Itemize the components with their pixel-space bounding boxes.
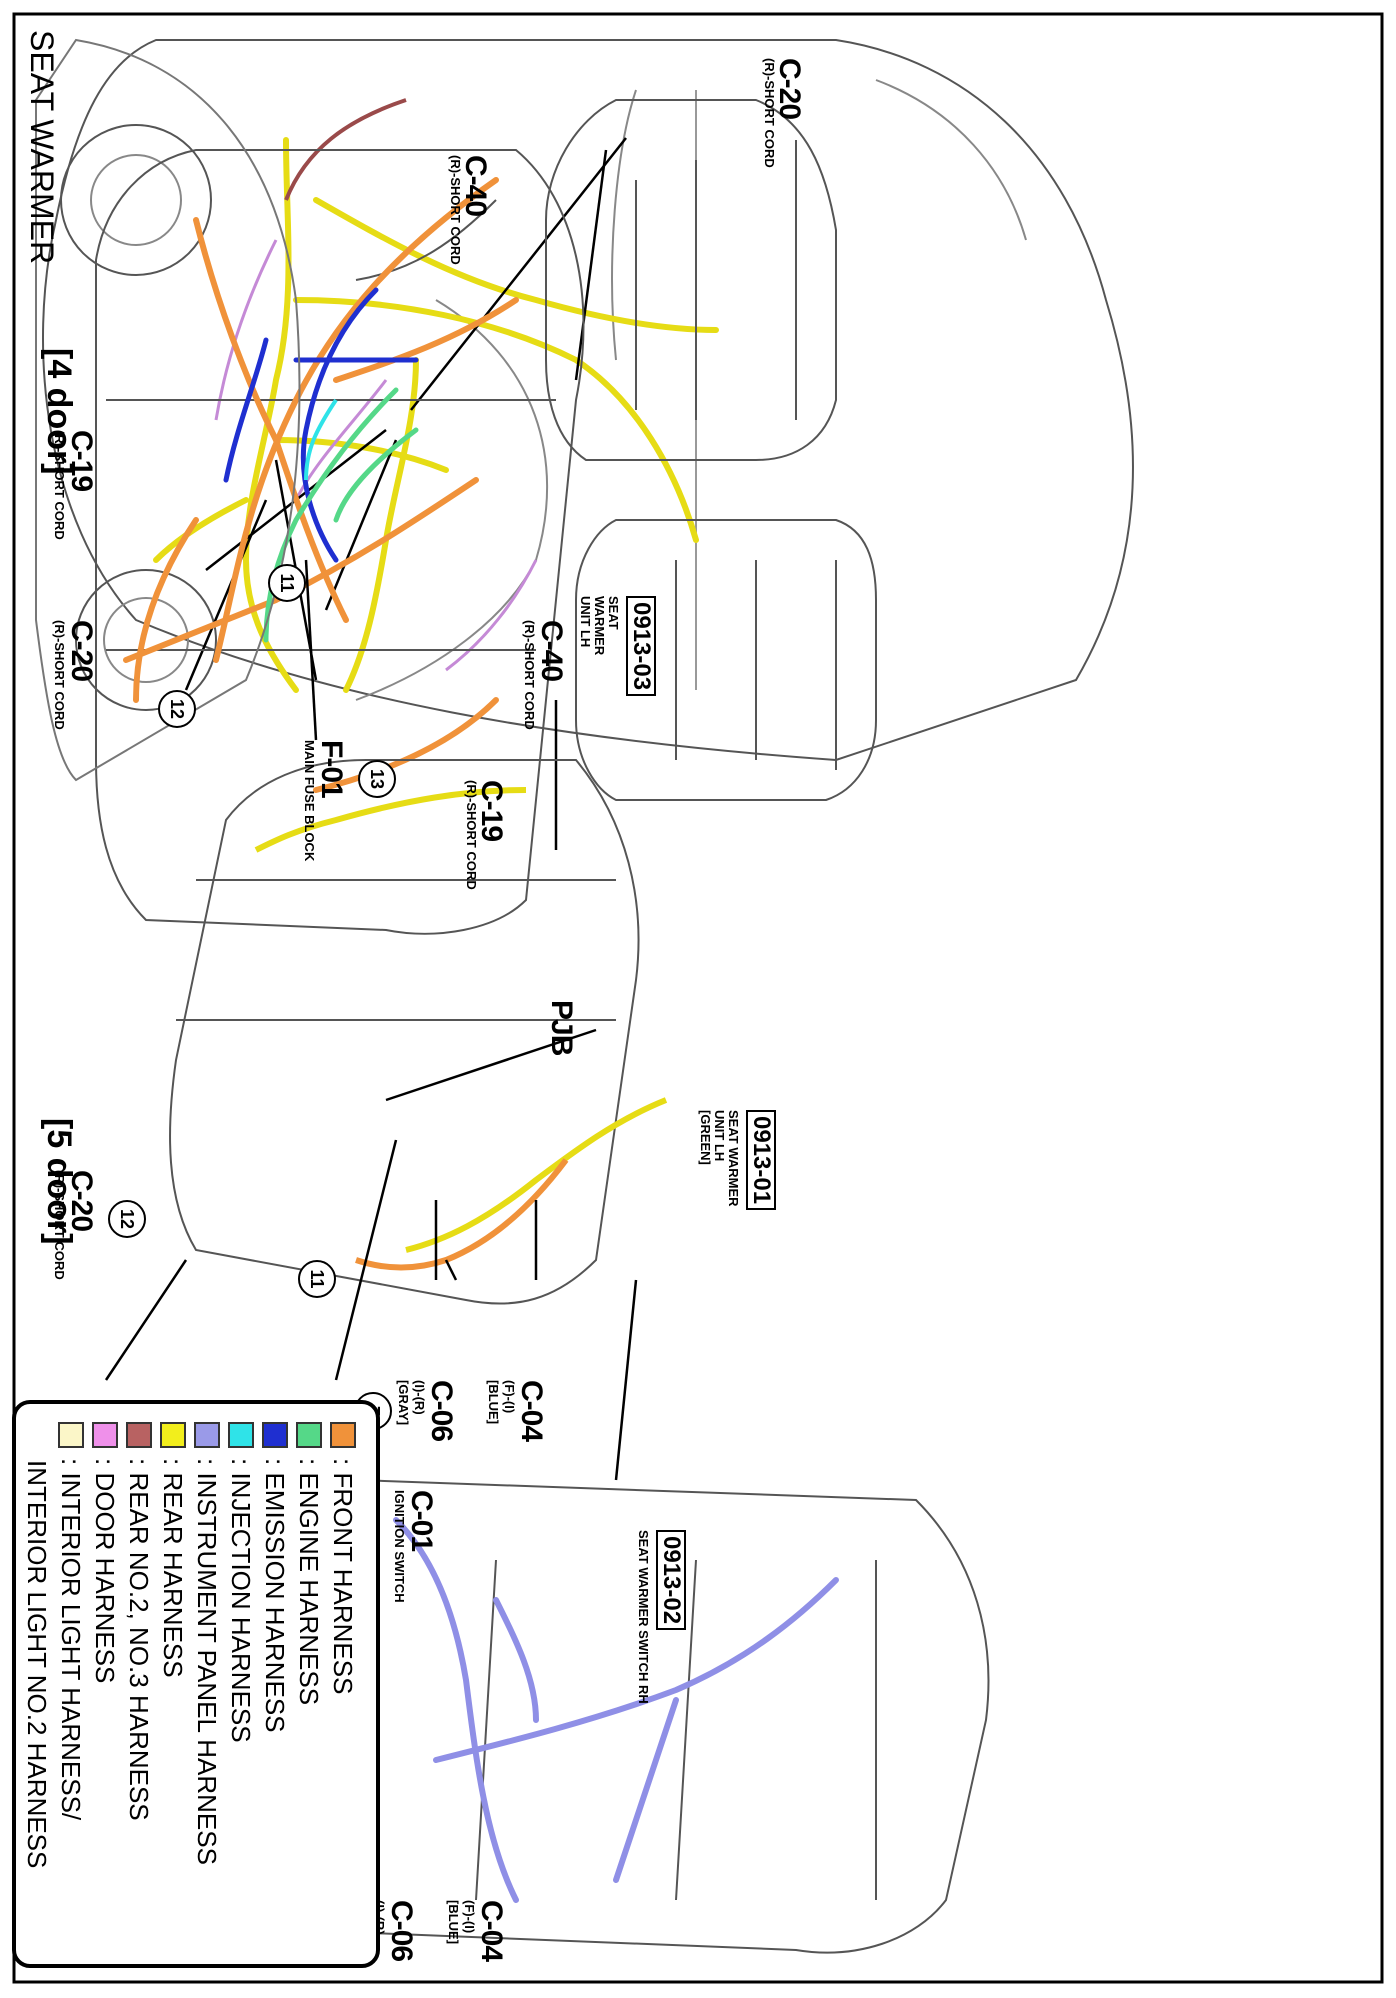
- engine-injection-harness: [304, 398, 338, 481]
- connector-c19-b-desc: (R)-SHORT CORD: [464, 780, 479, 890]
- seat-switch-rh-ref: 0913-02: [656, 1530, 686, 1631]
- interior-rear-harness: [254, 787, 668, 1253]
- connector-f01-code: F-01: [315, 740, 348, 798]
- callout-12-a: 12: [158, 690, 196, 728]
- legend-label: : INSTRUMENT PANEL HARNESS: [192, 1458, 223, 1865]
- legend-item: : INJECTION HARNESS: [224, 1422, 258, 1946]
- connector-c01-desc: IGNITION SWITCH: [392, 1490, 407, 1603]
- connector-c20-desc: (R)-SHORT CORD: [52, 620, 67, 730]
- legend-label: : INJECTION HARNESS: [226, 1458, 257, 1743]
- harness-legend: : FRONT HARNESS: ENGINE HARNESS: EMISSIO…: [12, 1400, 380, 1968]
- connector-c04-a-color: [BLUE]: [486, 1380, 501, 1425]
- connector-c19-b-code: C-19: [475, 780, 508, 842]
- connector-c40-desc: (R)-SHORT CORD: [448, 155, 463, 265]
- seat-pointers: [554, 149, 608, 850]
- legend-item: : FRONT HARNESS: [326, 1422, 360, 1946]
- connector-c06-b-code: C-06: [385, 1900, 418, 1962]
- connector-c06-a-code: C-06: [425, 1380, 458, 1442]
- legend-item: : ENGINE HARNESS: [292, 1422, 326, 1946]
- seat-switch-rh-desc: SEAT WARMER SWITCH RH: [636, 1530, 651, 1704]
- connector-c06-a-color: [GRAY]: [396, 1380, 411, 1426]
- callout-11-b: 11: [298, 1260, 336, 1298]
- legend-label: : FRONT HARNESS: [328, 1458, 359, 1695]
- connector-c40-b-desc: (R)-SHORT CORD: [522, 620, 537, 730]
- seat-unit-lh-b-desc: SEAT WARMER UNIT LH: [712, 1110, 741, 1207]
- ip-instrument-harness: [393, 1517, 839, 1903]
- engine-bay-outline: [95, 149, 585, 935]
- four-door-rear-harness: [153, 137, 719, 693]
- legend-swatch: [330, 1422, 356, 1448]
- connector-c20-code: C-20: [65, 620, 98, 682]
- seat-unit-lh-b-ref: 0913-01: [746, 1110, 776, 1211]
- connector-c04-a-code: C-04: [515, 1380, 548, 1442]
- engine-engine-harness: [263, 387, 419, 643]
- connector-c20-top-desc: (R)-SHORT CORD: [762, 58, 777, 168]
- legend-item: : INTERIOR LIGHT HARNESS/: [54, 1422, 88, 1946]
- seat-unit-lh-a-desc: SEAT WARMER UNIT LH: [578, 596, 621, 656]
- engine-emission-harness: [223, 287, 419, 563]
- interior-front-harness: [355, 1158, 569, 1271]
- connector-c01-code: C-01: [405, 1490, 438, 1552]
- engine-front-harness: [123, 177, 519, 793]
- legend-label: : EMISSION HARNESS: [260, 1458, 291, 1733]
- legend-item: : REAR NO.2, NO.3 HARNESS: [122, 1422, 156, 1946]
- legend-label: : ENGINE HARNESS: [294, 1458, 325, 1706]
- connector-c04-b-color: [BLUE]: [446, 1900, 461, 1945]
- legend-swatch: [296, 1422, 322, 1448]
- page-title: SEAT WARMER: [24, 30, 60, 265]
- legend-swatch: [160, 1422, 186, 1448]
- five-door-view: [35, 38, 301, 782]
- legend-item: : REAR HARNESS: [156, 1422, 190, 1946]
- connector-c19-desc: (R)-SHORT CORD: [52, 430, 67, 540]
- callout-13: 13: [358, 760, 396, 798]
- legend-swatch: [194, 1422, 220, 1448]
- legend-label: : DOOR HARNESS: [90, 1458, 121, 1684]
- connector-c20-b-code: C-20: [65, 1170, 98, 1232]
- legend-item: INTERIOR LIGHT NO.2 HARNESS: [20, 1422, 54, 1946]
- legend-item: : EMISSION HARNESS: [258, 1422, 292, 1946]
- page-frame: [12, 12, 1384, 1984]
- seat-outlines: [545, 99, 877, 801]
- legend-item: : DOOR HARNESS: [88, 1422, 122, 1946]
- legend-label: : REAR NO.2, NO.3 HARNESS: [124, 1458, 155, 1821]
- interior-pointers: [385, 1028, 597, 1281]
- connector-pjb-code: PJB: [545, 1000, 578, 1056]
- legend-swatch: [228, 1422, 254, 1448]
- callout-11-a: 11: [268, 564, 306, 602]
- legend-label: : INTERIOR LIGHT HARNESS/: [56, 1458, 87, 1821]
- connector-c20-b-desc: (R)-SHORT CORD: [52, 1170, 67, 1280]
- connector-c40-code: C-40: [459, 155, 492, 217]
- legend-swatch: [58, 1422, 84, 1448]
- legend-swatch: [92, 1422, 118, 1448]
- legend-label: INTERIOR LIGHT NO.2 HARNESS: [22, 1460, 53, 1869]
- connector-c06-a-desc: (I)-(R): [412, 1380, 427, 1415]
- connector-f01-desc: MAIN FUSE BLOCK: [302, 740, 317, 862]
- seat-unit-lh-a-ref: 0913-03: [626, 596, 656, 697]
- seat-unit-lh-b-note: [GREEN]: [698, 1110, 713, 1165]
- callout-12-b: 12: [108, 1200, 146, 1238]
- connector-c19-code: C-19: [65, 430, 98, 492]
- legend-item: : INSTRUMENT PANEL HARNESS: [190, 1422, 224, 1946]
- connector-c40-b-code: C-40: [535, 620, 568, 682]
- engine-pointers: [304, 559, 318, 741]
- legend-swatch: [262, 1422, 288, 1448]
- legend-swatch: [126, 1422, 152, 1448]
- connector-c04-b-desc: (F)-(I): [462, 1900, 477, 1934]
- legend-label: : REAR HARNESS: [158, 1458, 189, 1678]
- connector-c04-a-desc: (F)-(I): [502, 1380, 517, 1414]
- four-door-rear-no2-harness: [284, 98, 407, 201]
- connector-c20-top-code: C-20: [773, 58, 806, 120]
- connector-c04-b-code: C-04: [475, 1900, 508, 1962]
